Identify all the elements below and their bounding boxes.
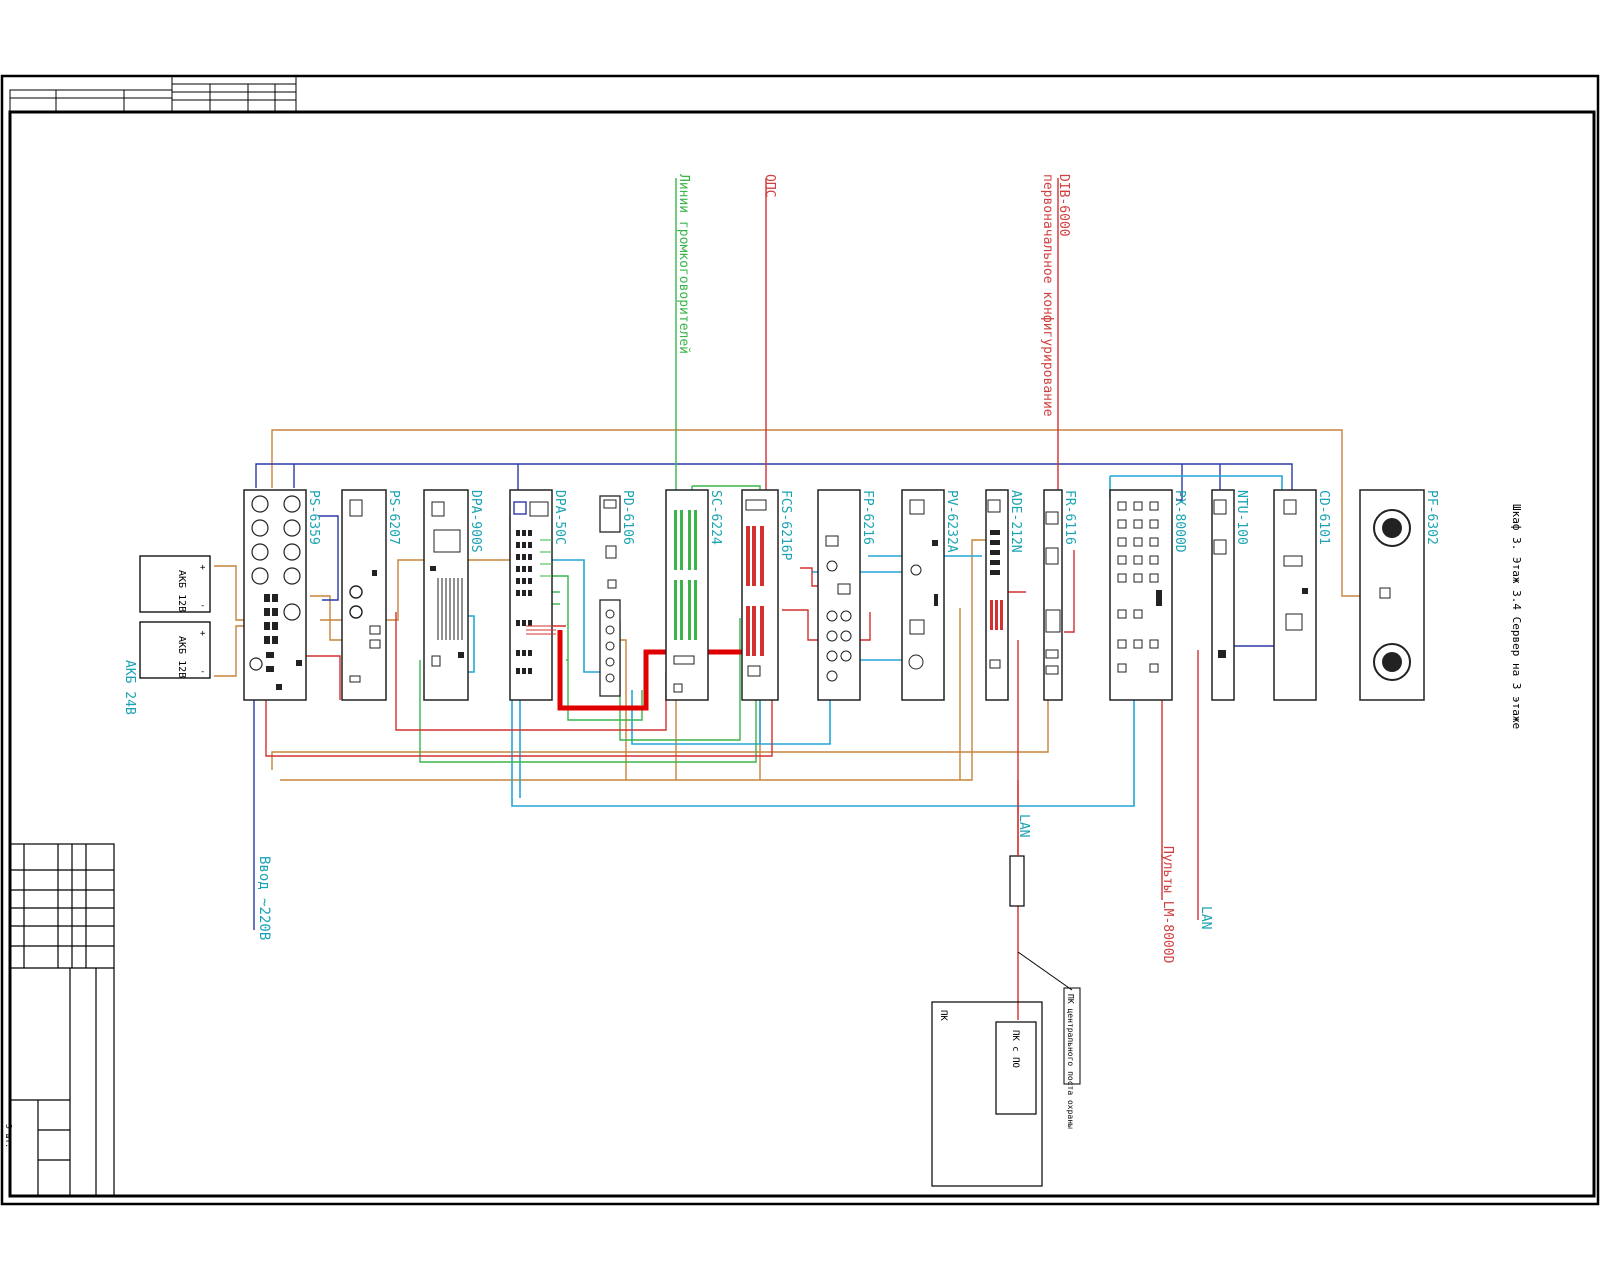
device-sc6224	[665, 489, 709, 701]
device-label-ade212n: ADE-212N	[1008, 490, 1023, 553]
device-label-ps6359: PS-6359	[306, 490, 321, 545]
wires-green	[419, 178, 770, 763]
device-px8000d	[1109, 489, 1173, 701]
top-stamp	[9, 75, 297, 113]
wires-orange	[214, 429, 1370, 781]
device-ade212n	[985, 489, 1009, 701]
battery-group-label: АКБ 24В	[122, 660, 137, 715]
device-label-pd6106: PD-6106	[620, 490, 635, 545]
svg-text:+: +	[200, 563, 206, 573]
device-label-ps6207: PS-6207	[386, 490, 401, 545]
lan-label-2: LAN	[1198, 906, 1213, 930]
svg-text:-: -	[200, 601, 205, 611]
device-ntu100	[1211, 489, 1235, 701]
remotes-label: Пульты LM-8000D	[1160, 846, 1175, 964]
device-label-dpa900s: DPA-900S	[468, 490, 483, 553]
device-label-ntu100: NTU-100	[1234, 490, 1249, 545]
svg-text:+: +	[200, 629, 206, 639]
battery-2: + -	[139, 621, 211, 679]
pc-outer-box	[931, 1001, 1043, 1187]
device-ps6207	[341, 489, 387, 701]
sheet-stamp-text: 3 шт.	[4, 1124, 13, 1149]
dib-label: DIB-6000	[1056, 174, 1071, 237]
ops-label: ОПС	[762, 174, 777, 198]
device-dpa900s	[423, 489, 469, 701]
device-label-fp6216: FP-6216	[860, 490, 875, 545]
title-block	[9, 843, 115, 1197]
inner-frame	[8, 110, 1596, 1198]
device-pd6106	[599, 495, 621, 697]
lan-switch-box	[1009, 855, 1025, 907]
device-label-dpa50c: DPA-50C	[552, 490, 567, 545]
device-fp6216	[817, 489, 861, 701]
device-label-pv6232a: PV-6232A	[944, 490, 959, 553]
mains-input-label: Ввод ~220В	[256, 856, 272, 941]
sheet-side-title: Шкаф 3. Этаж 3.4 Сервер на 3 этаже	[1510, 504, 1523, 730]
device-pf6302	[1359, 489, 1425, 701]
device-label-cd6101: CD-6101	[1316, 490, 1331, 545]
device-label-px8000d: PX-8000D	[1172, 490, 1187, 553]
callout-box	[1063, 987, 1081, 1085]
pc-inner-box	[995, 1021, 1037, 1115]
callout-label: ПК центрального поста охраны	[1066, 994, 1075, 1129]
device-label-pf6302: PF-6302	[1424, 490, 1439, 545]
pc-inner-label: ПК с ПО	[1010, 1030, 1020, 1068]
device-cd6101	[1273, 489, 1317, 701]
battery-1: + -	[139, 555, 211, 613]
device-fcs6216p	[741, 489, 779, 701]
dib-sub-label: первоначальное конфигурирование	[1040, 174, 1055, 417]
device-label-fr6116: FR-6116	[1062, 490, 1077, 545]
battery-2-label: АКБ 12В	[176, 636, 187, 679]
device-label-sc6224: SC-6224	[708, 490, 723, 545]
outer-frame	[0, 74, 1600, 1206]
svg-text:-: -	[200, 667, 205, 677]
lan-label-1: LAN	[1016, 814, 1031, 838]
pc-box-label: ПК	[938, 1010, 948, 1021]
device-label-fcs6216p: FCS-6216P	[778, 490, 793, 561]
device-dpa50c	[509, 489, 556, 701]
device-ps6359	[243, 489, 307, 701]
device-fr6116	[1043, 489, 1063, 701]
battery-1-label: АКБ 12В	[176, 570, 187, 613]
wire-thick-red	[557, 628, 747, 711]
speaker-lines-label: Линии громкоговорителей	[676, 174, 691, 355]
device-pv6232a	[901, 489, 945, 701]
